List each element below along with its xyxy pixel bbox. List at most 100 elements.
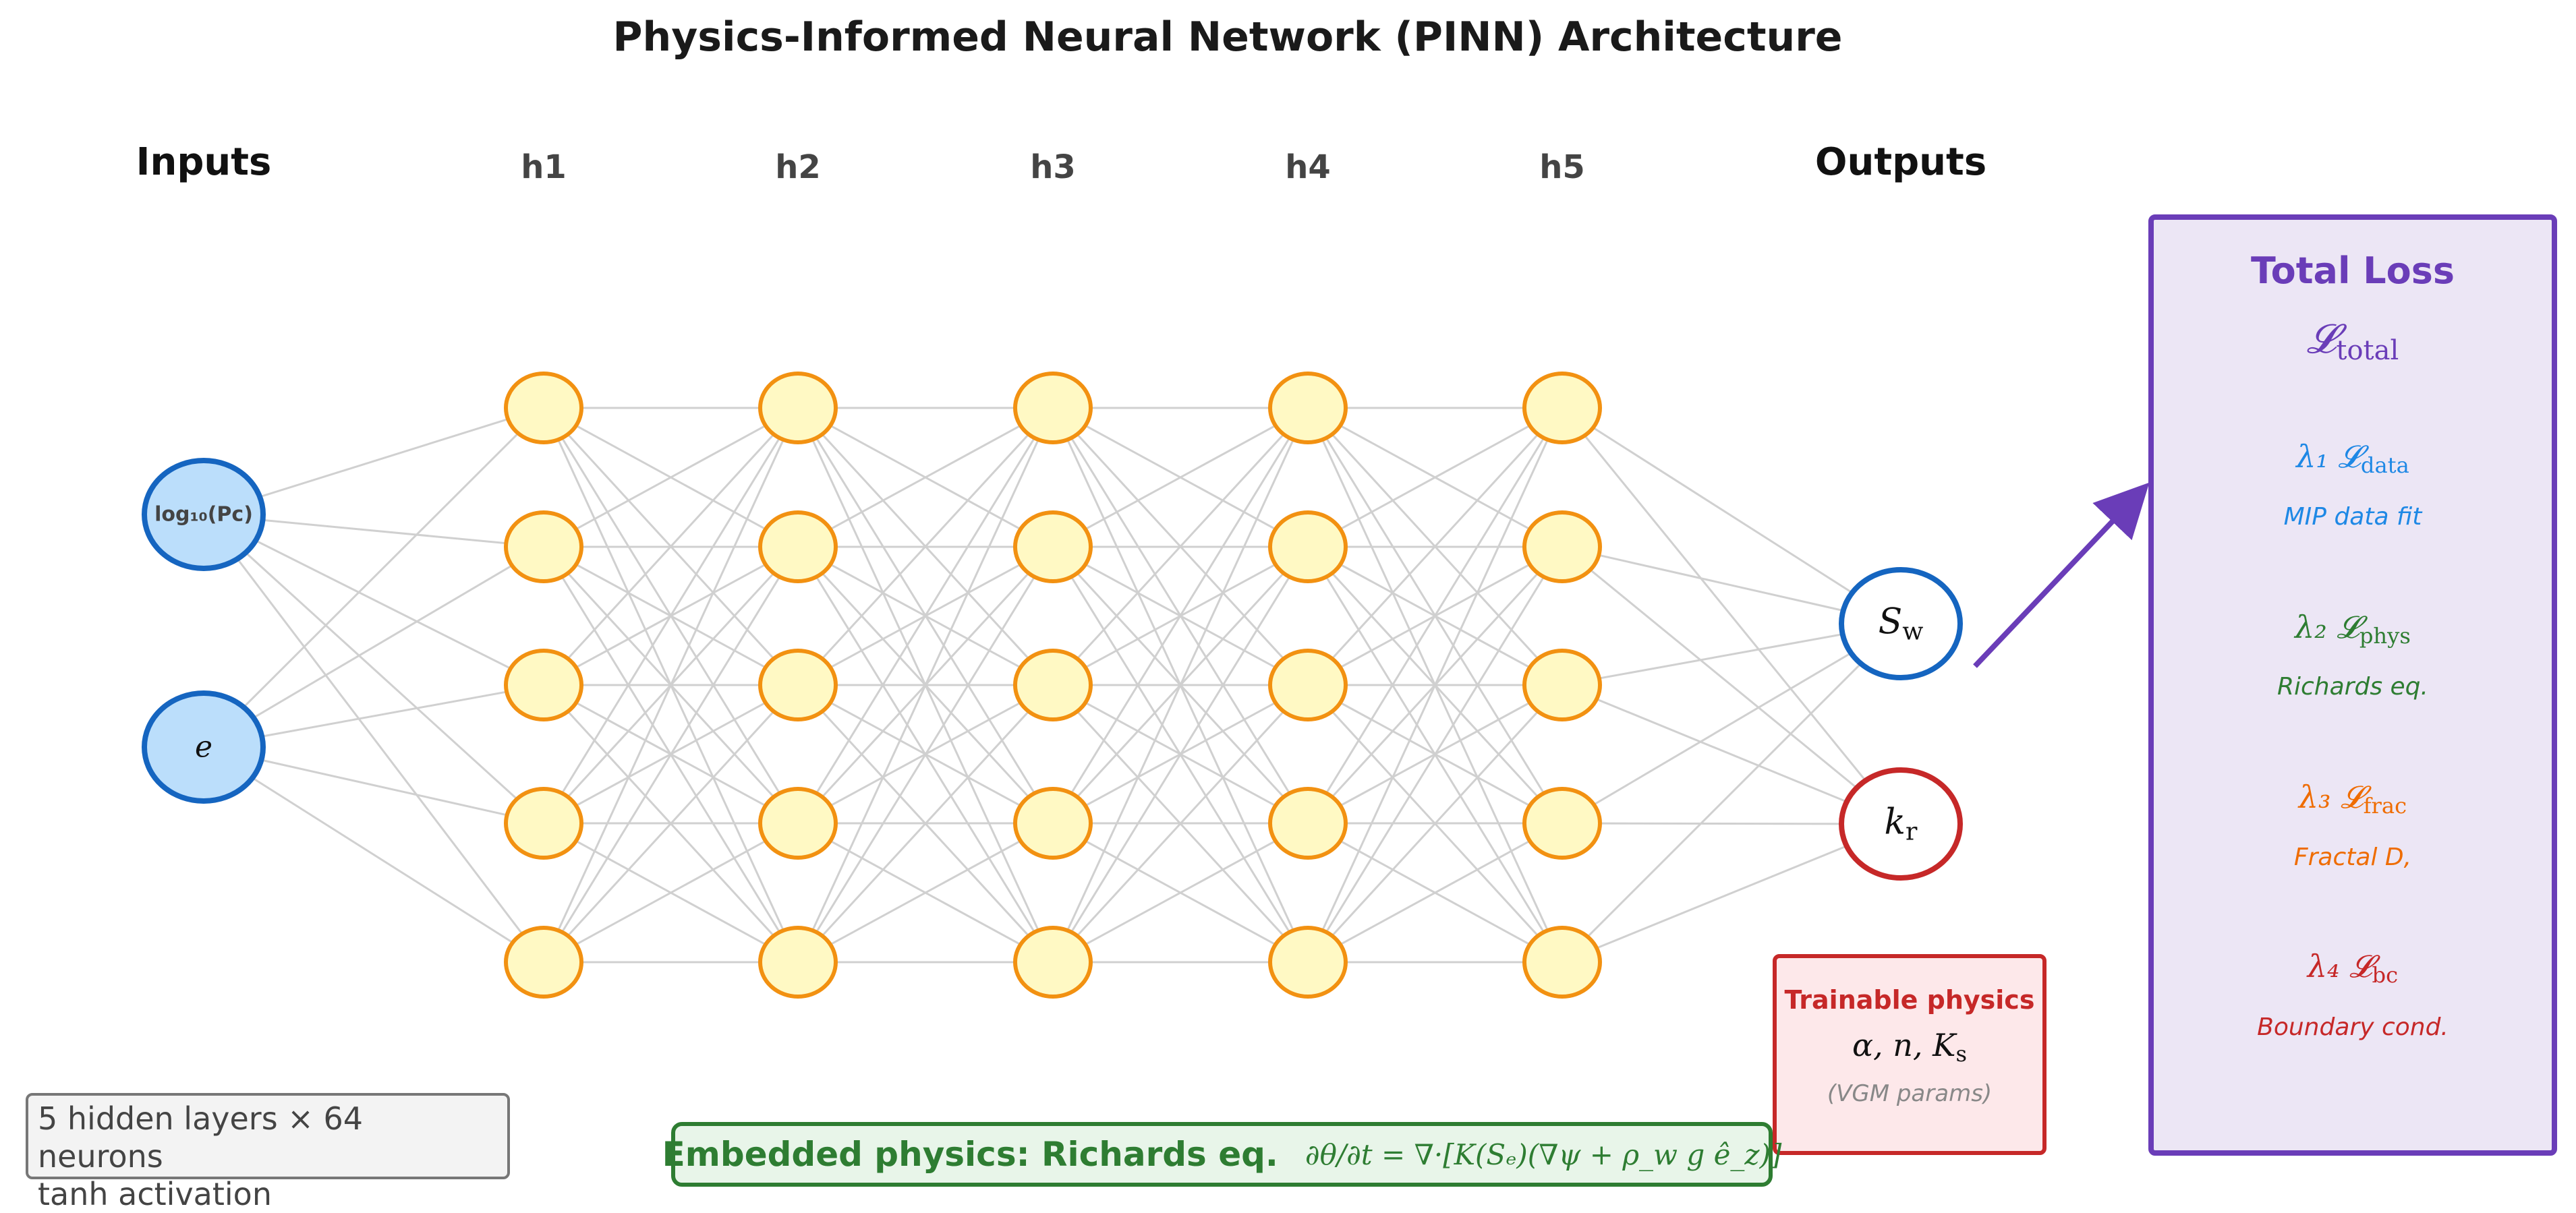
edge [1307, 407, 1563, 548]
edge [1307, 684, 1564, 964]
total-loss-panel [2148, 214, 2557, 1156]
output-node-kr-label: kr [1884, 802, 1918, 846]
edge [1562, 622, 1901, 825]
edge [1561, 407, 1902, 825]
hidden-node-h5-1 [1522, 372, 1602, 444]
edge [203, 545, 544, 748]
input-node-log10-pc-label: log₁₀(Pc) [154, 502, 253, 527]
loss-term-bc-desc: Boundary cond. [2257, 1013, 2449, 1041]
loss-term-bc: λ₄ 𝓛bc [2307, 948, 2399, 988]
outputs-header: Outputs [1814, 140, 1987, 184]
hidden-layer-info: 5 hidden layers × 64 neurons tanh activa… [26, 1093, 510, 1212]
trainable-physics-note: (VGM params) [1827, 1080, 1993, 1108]
edge [1052, 546, 1309, 963]
edge [202, 514, 545, 963]
edge [1307, 407, 1564, 824]
network-nodes [142, 372, 1963, 999]
edge [797, 546, 1054, 963]
input-node-log10-pc [142, 458, 266, 571]
edge [1307, 546, 1564, 963]
layer-header-h4: h4 [1285, 148, 1331, 186]
hidden-node-h2-2 [758, 510, 838, 583]
hidden-node-h5-2 [1522, 510, 1602, 583]
total-loss-title: Total Loss [2250, 249, 2455, 292]
edge [1562, 407, 1901, 625]
hidden-node-h4-3 [1268, 649, 1348, 721]
layer-header-h1: h1 [521, 148, 567, 186]
trainable-physics-title: Trainable physics [1784, 985, 2035, 1015]
hidden-node-h3-3 [1013, 649, 1093, 721]
edge [203, 746, 544, 964]
activation-info: tanh activation [38, 1176, 272, 1212]
edge [1052, 822, 1309, 964]
richards-equation: ∂θ/∂t = ∇·[K(Sₑ)(∇ψ + ρ_w g ê_z)] [1305, 1137, 1782, 1171]
edge [1562, 545, 1901, 825]
edge [797, 407, 1054, 686]
hidden-node-h4-1 [1268, 372, 1348, 444]
hidden-node-h2-1 [758, 372, 838, 444]
hidden-node-h3-5 [1013, 926, 1093, 999]
edge [797, 407, 1054, 963]
hidden-node-h1-1 [504, 372, 583, 444]
layer-header-h2: h2 [775, 148, 821, 186]
hidden-layer-count: 5 hidden layers × 64 neurons [38, 1100, 363, 1175]
input-node-e [142, 690, 266, 804]
loss-term-phys: λ₂ 𝓛phys [2295, 609, 2411, 649]
edge [202, 407, 545, 748]
edge [542, 546, 799, 963]
hidden-node-h4-2 [1268, 510, 1348, 583]
edge [542, 684, 799, 964]
hidden-node-h5-4 [1522, 787, 1602, 860]
loss-term-data-desc: MIP data fit [2283, 503, 2422, 531]
inputs-header: Inputs [136, 140, 272, 184]
layer-header-h5: h5 [1539, 148, 1585, 186]
edge [543, 407, 799, 548]
output-node-kr [1839, 767, 1963, 881]
diagram-title: Physics-Informed Neural Network (PINN) A… [612, 13, 1843, 61]
embedded-physics-box: Embedded physics: Richards eq. ∂θ/∂t = ∇… [662, 1122, 1781, 1187]
edge [542, 407, 799, 824]
loss-term-frac: λ₃ 𝓛frac [2298, 779, 2407, 819]
edge [542, 407, 799, 963]
edge [202, 513, 545, 825]
loss-term-data: λ₁ 𝓛data [2296, 438, 2409, 479]
edge [1307, 407, 1564, 963]
edge [797, 407, 1054, 824]
hidden-node-h3-2 [1013, 510, 1093, 583]
edge [1307, 822, 1563, 964]
hidden-node-h5-3 [1522, 649, 1602, 721]
edge [1052, 407, 1309, 963]
embedded-physics-label: Embedded physics: Richards eq. [662, 1135, 1278, 1174]
loss-arrow [1973, 482, 2150, 668]
loss-term-phys-desc: Richards eq. [2277, 673, 2428, 701]
loss-term-frac-desc: Fractal D, [2293, 844, 2412, 871]
hidden-node-h5-5 [1522, 926, 1602, 999]
hidden-node-h1-3 [504, 649, 583, 721]
edge [203, 513, 544, 686]
edge [1052, 684, 1309, 964]
hidden-node-h1-4 [504, 787, 583, 860]
hidden-node-h3-1 [1013, 372, 1093, 444]
total-loss-symbol: 𝓛total [2306, 316, 2399, 366]
hidden-node-h4-5 [1268, 926, 1348, 999]
edge [1052, 407, 1309, 686]
hidden-node-h4-4 [1268, 787, 1348, 860]
hidden-node-h2-5 [758, 926, 838, 999]
hidden-node-h3-4 [1013, 787, 1093, 860]
layer-header-h3: h3 [1030, 148, 1076, 186]
edge [797, 822, 1054, 964]
edge [1561, 622, 1902, 964]
edge [797, 407, 1054, 548]
output-node-sw [1839, 567, 1963, 680]
output-node-sw-label: Sw [1878, 601, 1924, 646]
edge [1307, 407, 1564, 686]
hidden-node-h1-5 [504, 926, 583, 999]
edge [1052, 407, 1309, 824]
connection-edges [202, 407, 1902, 964]
hidden-node-h2-4 [758, 787, 838, 860]
trainable-physics-params: α, n, Ks [1852, 1027, 1968, 1067]
edge [543, 822, 799, 964]
edge [1052, 407, 1309, 548]
trainable-physics-box: Trainable physics α, n, Ks (VGM params) [1773, 954, 2047, 1155]
